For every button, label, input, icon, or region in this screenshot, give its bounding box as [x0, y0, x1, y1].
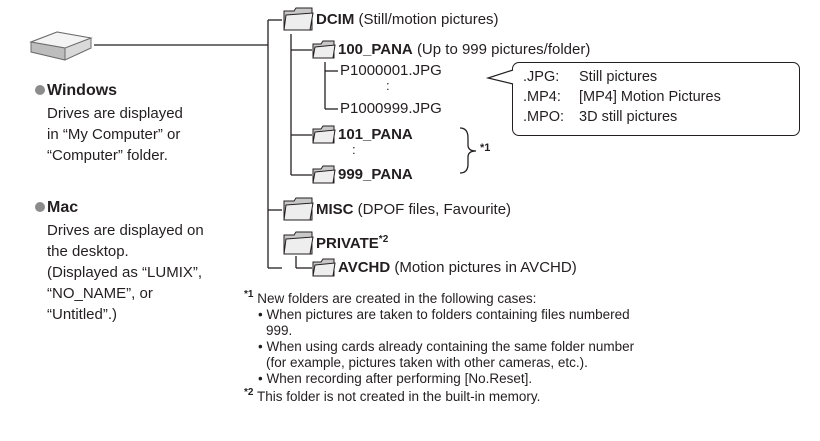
folder-icon [282, 230, 314, 256]
footnote-1: *1 New folders are created in the follow… [244, 289, 537, 306]
folder-999-pana: 999_PANA [338, 166, 413, 183]
mac-description: Drives are displayed on the desktop. (Di… [47, 222, 204, 323]
folder-avchd: AVCHD (Motion pictures in AVCHD) [338, 259, 577, 276]
footnote-2: *2 This folder is not created in the bui… [244, 387, 541, 404]
folder-private: PRIVATE*2 [316, 234, 389, 252]
callout-row: .JPG:Still pictures [523, 69, 658, 85]
folder-dcim: DCIM (Still/motion pictures) [316, 11, 499, 28]
folder-101-pana: 101_PANA [338, 126, 413, 143]
folder-misc: MISC (DPOF files, Favourite) [316, 201, 512, 218]
windows-heading: Windows [35, 82, 117, 100]
file-last: P1000999.JPG [340, 100, 442, 117]
file-type-callout: .JPG:Still pictures .MP4:[MP4] Motion Pi… [512, 62, 800, 136]
folder-icon [282, 196, 314, 222]
removable-drive-icon [27, 28, 95, 68]
folder-icon [312, 258, 336, 278]
footnote-1-items: • When pictures are taken to folders con… [258, 307, 635, 386]
folder-icon [312, 125, 336, 145]
callout-row: .MP4:[MP4] Motion Pictures [523, 89, 721, 105]
folder-100-pana: 100_PANA (Up to 999 pictures/folder) [338, 41, 591, 58]
windows-description: Drives are displayed in “My Computer” or… [47, 105, 183, 164]
callout-row: .MPO:3D still pictures [523, 109, 678, 125]
vertical-ellipsis: : [352, 142, 356, 157]
callout-pointer [486, 69, 515, 85]
note-1-marker: *1 [480, 142, 491, 154]
mac-heading: Mac [35, 199, 78, 217]
folder-icon [312, 165, 336, 185]
folder-icon [312, 40, 336, 60]
folder-icon [282, 6, 314, 32]
file-first: P1000001.JPG [340, 62, 442, 79]
vertical-ellipsis: : [386, 78, 390, 93]
